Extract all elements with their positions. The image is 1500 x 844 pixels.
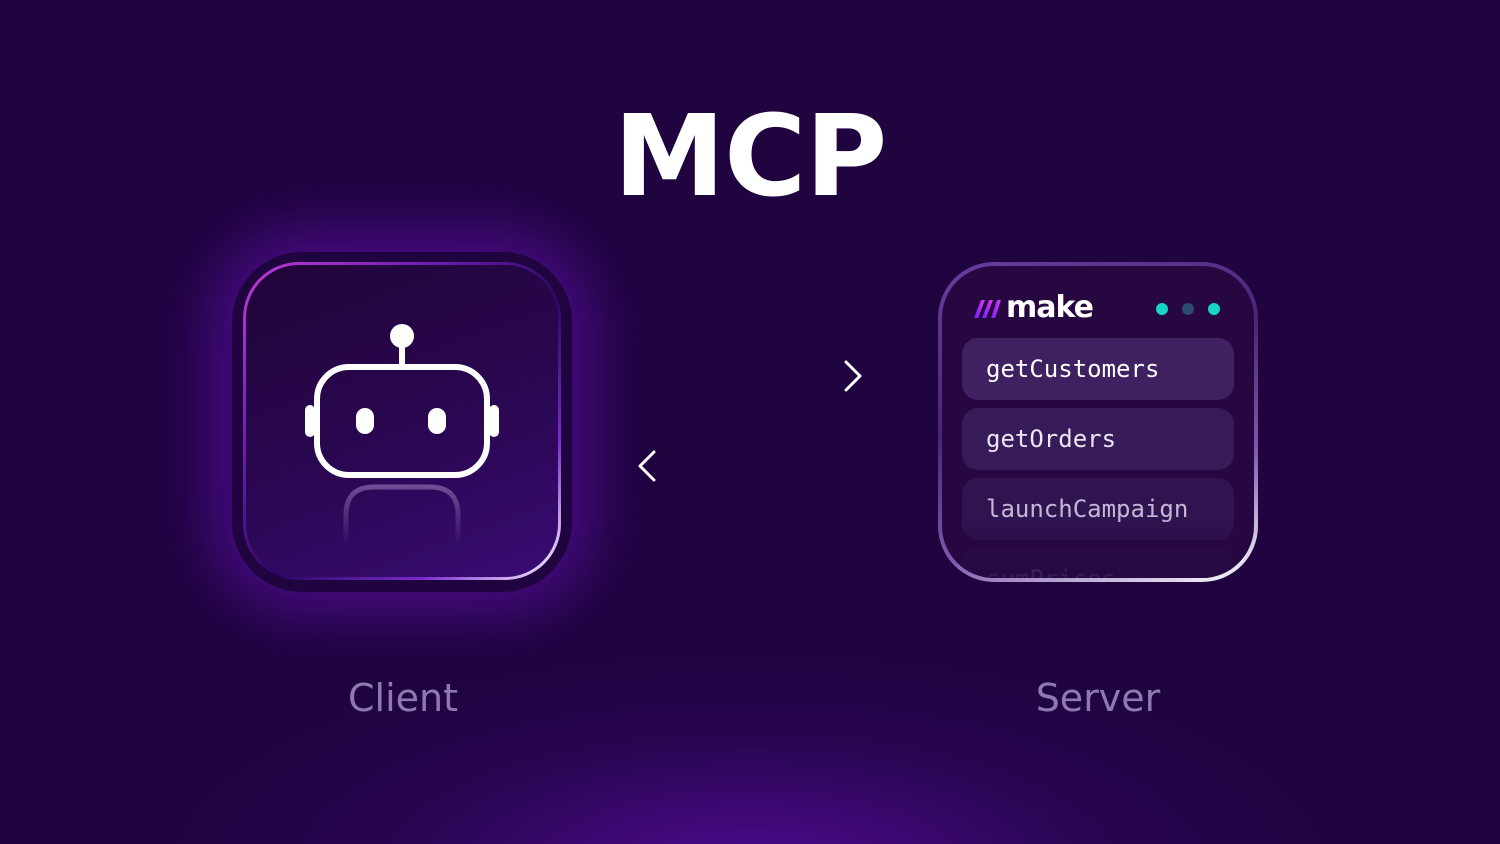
window-dot [1182, 303, 1194, 315]
client-card-inner [246, 265, 558, 577]
make-logo-icon [974, 300, 1001, 318]
window-dot [1156, 303, 1168, 315]
window-dot [1208, 303, 1220, 315]
tool-get-customers[interactable]: getCustomers [962, 338, 1234, 400]
page-title: MCP [613, 92, 888, 222]
client-label: Client [347, 676, 458, 720]
server-card-inner: make getCustomers getOrders launchCampai… [942, 266, 1254, 578]
brand-name: make [1006, 290, 1094, 325]
server-card: make getCustomers getOrders launchCampai… [938, 262, 1258, 582]
robot-icon [305, 324, 499, 545]
arrow-right-icon [642, 360, 862, 392]
brand: make [972, 290, 1094, 326]
client-card [243, 262, 561, 580]
arrow-left-icon [638, 450, 856, 482]
tool-launch-campaign[interactable]: launchCampaign [962, 478, 1234, 540]
server-label: Server [1035, 676, 1161, 720]
window-dots [1156, 303, 1220, 315]
tool-get-orders[interactable]: getOrders [962, 408, 1234, 470]
arrows [638, 360, 862, 482]
tool-sum-prices[interactable]: sumPrices [962, 548, 1234, 578]
